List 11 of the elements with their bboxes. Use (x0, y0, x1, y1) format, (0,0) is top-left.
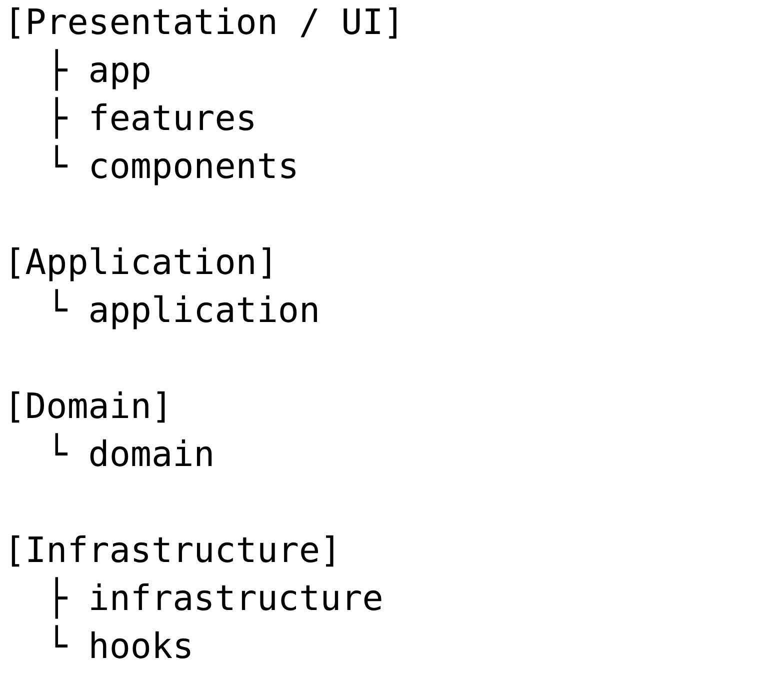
tree-item: ├ features (45, 99, 257, 139)
tree-item: └ components (45, 147, 300, 187)
tree-item: └ application (45, 291, 320, 331)
layer-heading: [Application] (4, 243, 278, 283)
layer-heading: [Presentation / UI] (4, 3, 404, 43)
layer-heading: [Domain] (4, 387, 173, 427)
tree-item: └ hooks (45, 627, 194, 667)
tree-item: ├ infrastructure (45, 579, 384, 619)
tree-item: └ domain (45, 435, 215, 475)
tree-item: ├ app (45, 51, 152, 91)
layer-heading: [Infrastructure] (4, 531, 342, 571)
